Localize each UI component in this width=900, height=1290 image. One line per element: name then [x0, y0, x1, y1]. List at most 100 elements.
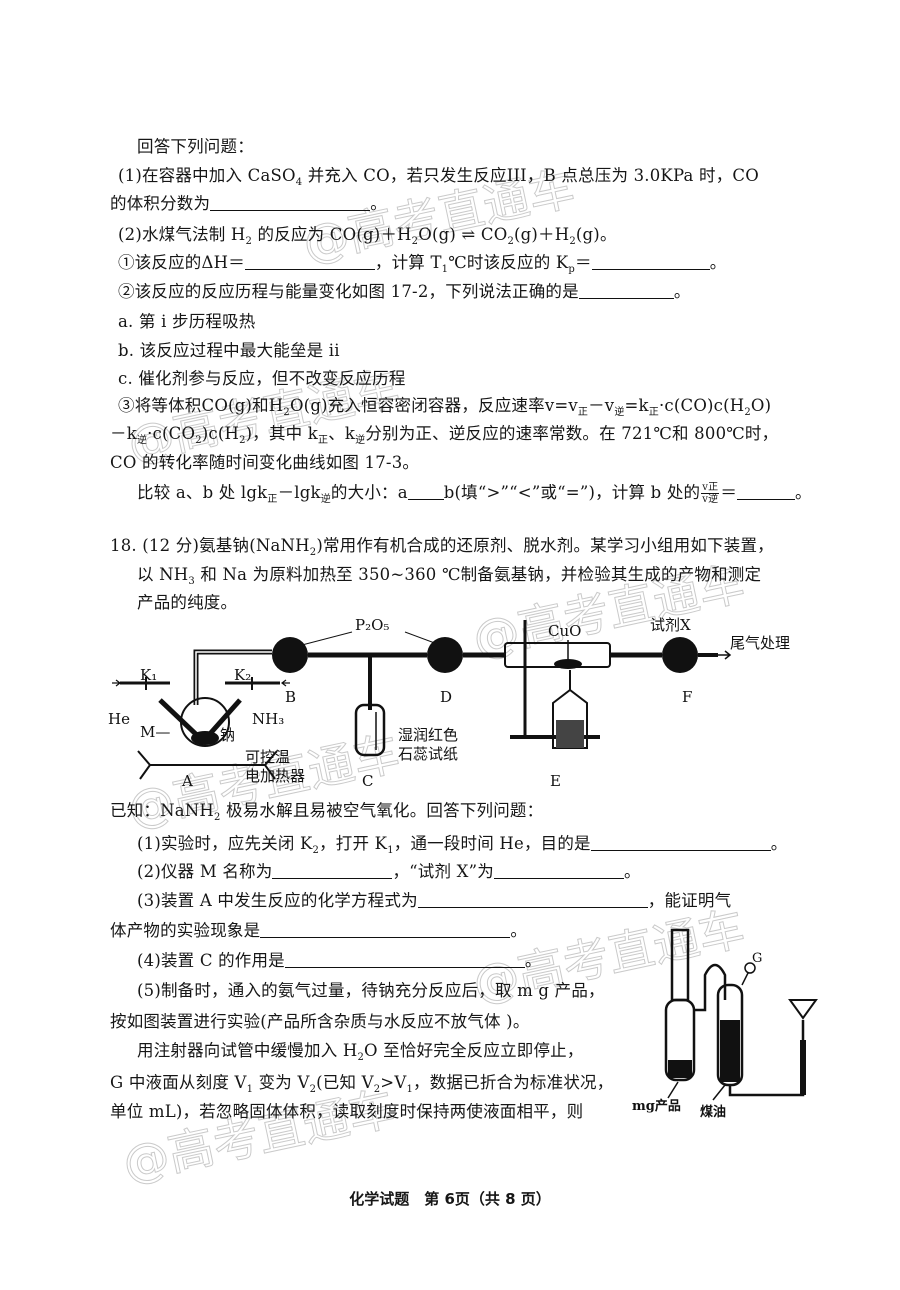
text-run: G 中液面从刻度 V — [110, 1073, 247, 1092]
text-run: 按如图装置进行实验(产品所含杂质与水反应不放气体 )。 — [110, 1012, 530, 1031]
text-run: 、k — [328, 424, 356, 443]
text-run: ·c(CO — [147, 424, 196, 443]
label-sodium: 钠 — [220, 726, 235, 744]
text-run: －lgk — [277, 483, 321, 502]
text-line: (1)实验时，应先关闭 K2，打开 K1，通一段时间 He，目的是 。 — [137, 834, 787, 861]
answer-blank — [272, 862, 393, 879]
text-run: 。 — [370, 194, 387, 213]
subscript: 2 — [411, 236, 419, 247]
label-f: F — [682, 688, 692, 706]
subscript: 2 — [309, 1084, 317, 1095]
label-g: G — [752, 951, 762, 966]
text-run: )常用作有机合成的还原剂、脱水剂。某学习小组用如下装置， — [316, 536, 774, 555]
text-run: (1)实验时，应先关闭 K — [137, 834, 313, 853]
text-line: 按如图装置进行实验(产品所含杂质与水反应不放气体 )。 — [110, 1012, 530, 1032]
text-line: 的体积分数为 。 — [110, 194, 387, 214]
text-run: 分别为正、逆反应的速率常数。在 721℃和 800℃时， — [365, 424, 779, 443]
text-run: >V — [380, 1073, 407, 1092]
fraction-numerator: v正 — [701, 482, 720, 494]
answer-blank — [578, 282, 674, 299]
text-run: 。 — [524, 951, 542, 970]
subscript: 1 — [406, 1084, 414, 1095]
text-line: CO 的转化率随时间变化曲线如图 17-3。 — [110, 453, 419, 473]
text-run: O(g)充入恒容密闭容器，反应速率v=v — [289, 396, 578, 415]
subscript: p — [568, 264, 575, 275]
page-footer: 化学试题 第 6页（共 8 页） — [349, 1190, 551, 1208]
text-run: ①该反应的ΔH＝ — [118, 253, 245, 272]
label-e: E — [550, 772, 561, 790]
subscript: 2 — [312, 845, 320, 856]
text-run: 。 — [510, 921, 528, 940]
text-run: ＝ — [720, 483, 738, 502]
text-run: 用注射器向试管中缓慢加入 H — [137, 1041, 358, 1060]
answer-blank — [590, 834, 771, 851]
subscript: 2 — [373, 1084, 381, 1095]
text-run: ，打开 K — [319, 834, 388, 853]
answer-blank — [591, 253, 710, 270]
subscript: 2 — [239, 435, 246, 446]
subscript: 2 — [309, 547, 317, 558]
text-run: b(填“>”“<”或“=”)，计算 b 处的 — [443, 483, 701, 502]
subscript: 3 — [188, 576, 195, 587]
text-run: b. 该反应过程中最大能垒是 ii — [118, 341, 340, 360]
text-line: G 中液面从刻度 V1 变为 V2(已知 V2>V1，数据已折合为标准状况， — [110, 1073, 613, 1100]
text-line: (2)水煤气法制 H2 的反应为 CO(g)＋H2O(g) ⇌ CO2(g)＋H… — [118, 225, 617, 252]
text-run: 极易水解且易被空气氧化。回答下列问题： — [220, 801, 544, 820]
text-run: ②该反应的反应历程与能量变化如图 17-2，下列说法正确的是 — [118, 282, 579, 301]
text-run: O(g) ⇌ CO — [418, 225, 508, 244]
text-line: 18. (12 分)氨基钠(NaNH2)常用作有机合成的还原剂、脱水剂。某学习小… — [110, 536, 774, 563]
text-line: －k逆·c(CO2)c(H2)，其中 k正、k逆分别为正、逆反应的速率常数。在 … — [110, 424, 778, 451]
text-run: ＝ — [574, 253, 592, 272]
subscript: 2 — [214, 812, 221, 823]
text-run: 。 — [795, 483, 812, 502]
text-line: 回答下列问题： — [137, 137, 254, 157]
label-he: He — [108, 710, 130, 728]
subscript: 正 — [318, 435, 329, 446]
label-exhaust: 尾气处理 — [730, 634, 790, 652]
text-run: 单位 mL)，若忽略固体体积，读取刻度时保持两使液面相平，则 — [110, 1102, 584, 1121]
subscript: 正 — [648, 407, 659, 418]
answer-blank — [260, 921, 511, 938]
text-run: 。 — [623, 862, 641, 881]
text-run: 。 — [770, 834, 788, 853]
text-run: 产品的纯度。 — [137, 593, 238, 612]
text-line: 已知：NaNH2 极易水解且易被空气氧化。回答下列问题： — [110, 801, 543, 828]
text-run: 已知：NaNH — [110, 801, 215, 820]
label-p2o5: P₂O₅ — [355, 616, 389, 634]
text-run: =k — [624, 396, 649, 415]
fraction-denominator: v逆 — [702, 494, 719, 505]
text-run: 并充入 CO，若只发生反应III，B 点总压为 3.0KPa 时，CO — [302, 166, 759, 185]
text-line: ①该反应的ΔH＝，计算 T1℃时该反应的 Kp＝。 — [118, 253, 726, 280]
text-run: 。 — [673, 282, 691, 301]
text-run: 18. (12 分)氨基钠(NaNH — [110, 536, 310, 555]
label-product: mg产品 — [632, 1098, 681, 1114]
subscript: 1 — [387, 845, 394, 856]
text-line: b. 该反应过程中最大能垒是 ii — [118, 341, 340, 361]
text-line: (1)在容器中加入 CaSO4 并充入 CO，若只发生反应III，B 点总压为 … — [118, 166, 759, 193]
text-line: 产品的纯度。 — [137, 593, 237, 613]
answer-blank — [417, 891, 648, 908]
subscript: 逆 — [614, 407, 625, 418]
subscript: 4 — [295, 177, 303, 188]
text-run: ℃时该反应的 K — [448, 253, 569, 272]
text-run: 的大小：a — [330, 483, 408, 502]
text-run: 变为 V — [253, 1073, 310, 1092]
subscript: 逆 — [136, 435, 148, 446]
label-a: A — [181, 772, 193, 790]
subscript: 正 — [577, 407, 589, 418]
text-run: )，其中 k — [245, 424, 319, 443]
text-run: 的体积分数为 — [110, 194, 211, 213]
text-run: ，通一段时间 He，目的是 — [393, 834, 591, 853]
subscript: 正 — [267, 494, 278, 505]
answer-blank — [284, 951, 525, 968]
text-line: ③将等体积CO(g)和H2O(g)充入恒容密闭容器，反应速率v=v正－v逆=k正… — [118, 396, 771, 423]
text-line: a. 第 i 步历程吸热 — [118, 312, 256, 332]
text-line: (5)制备时，通入的氨气过量，待钠充分反应后，取 m g 产品， — [137, 981, 605, 1001]
subscript: 逆 — [320, 494, 331, 505]
label-cuo: CuO — [548, 622, 581, 640]
label-k1: K₁ — [140, 666, 157, 684]
